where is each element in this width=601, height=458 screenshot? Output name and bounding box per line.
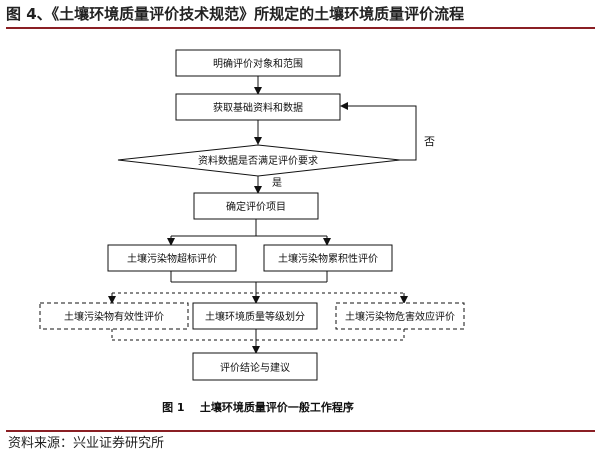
- conclusion-box: [192, 352, 318, 381]
- effective-box: [39, 302, 189, 330]
- data-label: 获取基础资料和数据: [213, 101, 303, 114]
- data-box: [175, 93, 341, 121]
- hazard-label: 土壤污染物危害效应评价: [345, 310, 455, 323]
- source-rule: [6, 430, 595, 432]
- exceed-label: 土壤污染物超标评价: [127, 252, 217, 265]
- items-box: [193, 192, 319, 220]
- figure-caption: 图 1 土壤环境质量评价一般工作程序: [162, 400, 354, 414]
- source-note: 资料来源：兴业证券研究所: [8, 436, 165, 451]
- flowchart: 明确评价对象和范围 获取基础资料和数据 资料数据是否满足评价要求 否 是 确定评…: [39, 49, 465, 414]
- grade-box: [192, 302, 318, 330]
- figure-title: 图 4、《土壤环境质量评价技术规范》所规定的土壤环境质量评价流程: [6, 5, 465, 23]
- yes-label: 是: [272, 177, 282, 189]
- decision-label: 资料数据是否满足评价要求: [198, 154, 318, 167]
- scope-label: 明确评价对象和范围: [213, 57, 303, 70]
- accumulate-box: [263, 244, 393, 272]
- arrow-no-loop: [340, 102, 417, 161]
- grade-label: 土壤环境质量等级划分: [205, 310, 305, 323]
- exceed-box: [107, 244, 237, 272]
- conclusion-label: 评价结论与建议: [220, 361, 290, 374]
- no-label: 否: [424, 135, 435, 148]
- scope-box: [175, 49, 341, 77]
- hazard-box: [335, 302, 465, 330]
- effective-label: 土壤污染物有效性评价: [64, 310, 164, 323]
- title-rule: [6, 27, 595, 29]
- accumulate-label: 土壤污染物累积性评价: [278, 252, 378, 265]
- items-label: 确定评价项目: [226, 200, 286, 213]
